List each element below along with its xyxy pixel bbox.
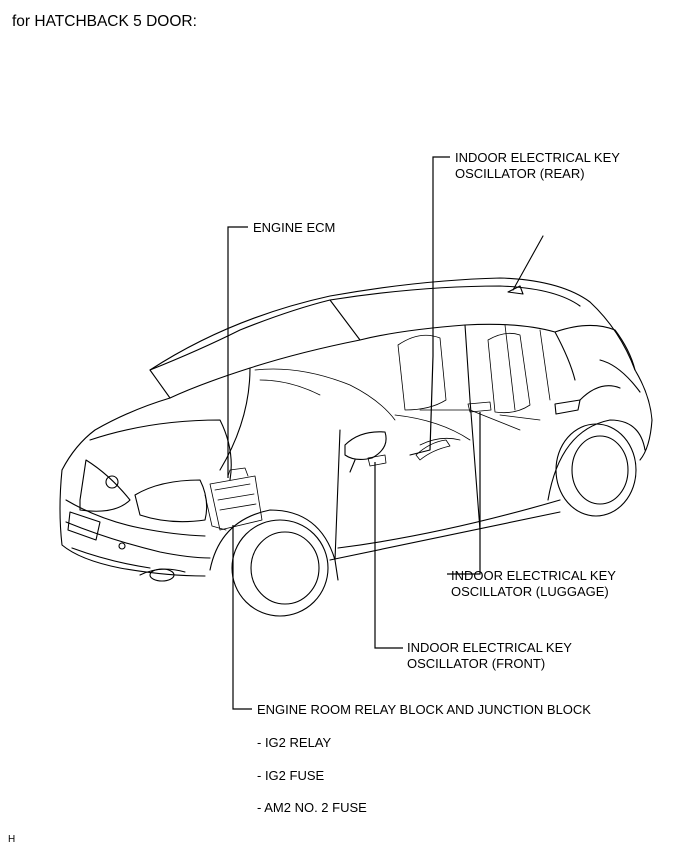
interior-details <box>204 324 551 531</box>
page-title: for HATCHBACK 5 DOOR: <box>12 13 197 30</box>
label-osc-rear-line2: OSCILLATOR (REAR) <box>455 166 585 181</box>
car-outline <box>59 235 653 617</box>
leader-lines <box>227 156 481 710</box>
footer-code: H <box>8 834 16 845</box>
label-relay-block: ENGINE ROOM RELAY BLOCK AND JUNCTION BLO… <box>257 702 591 717</box>
label-engine-ecm: ENGINE ECM <box>253 220 336 235</box>
leader-engine-ecm <box>227 226 248 478</box>
leader-relay-block <box>232 525 252 710</box>
label-osc-rear-line1: INDOOR ELECTRICAL KEY <box>455 150 620 165</box>
label-osc-luggage-line2: OSCILLATOR (LUGGAGE) <box>451 584 609 599</box>
label-osc-front-line1: INDOOR ELECTRICAL KEY <box>407 640 572 655</box>
label-osc-front-line2: OSCILLATOR (FRONT) <box>407 656 546 671</box>
leader-osc-luggage <box>447 412 481 575</box>
label-am2-fuse: - AM2 NO. 2 FUSE <box>257 800 367 815</box>
label-osc-luggage-line1: INDOOR ELECTRICAL KEY <box>451 568 616 583</box>
leader-osc-front <box>374 462 403 649</box>
label-ig2-fuse: - IG2 FUSE <box>257 768 325 783</box>
leader-osc-rear <box>429 156 450 451</box>
label-ig2-relay: - IG2 RELAY <box>257 735 332 750</box>
